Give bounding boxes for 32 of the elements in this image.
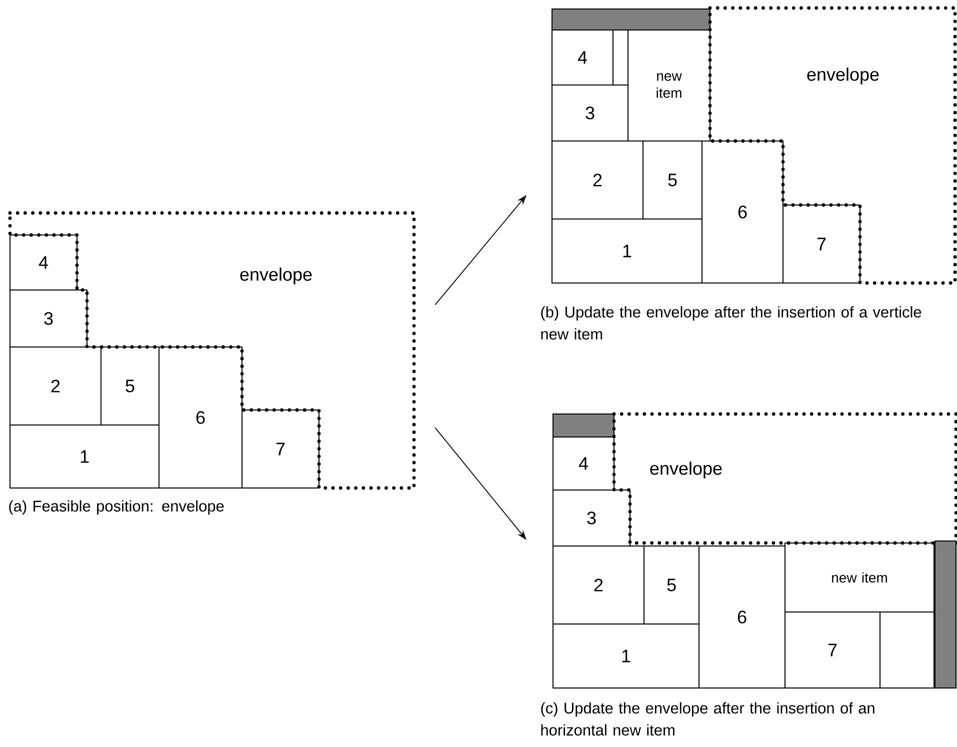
item-box: 4 [552,436,614,490]
filled-block [552,414,614,438]
item-box: new item [628,30,710,142]
item-box: 6 [702,140,784,284]
item-box: 5 [100,346,160,426]
item-box: 3 [10,290,88,348]
filled-block [552,8,710,30]
item-box: 7 [784,612,880,688]
item-box: 1 [552,624,700,688]
item-box: 7 [782,204,860,284]
item-box: 5 [644,546,700,624]
item-box: 1 [552,218,702,284]
envelope-region: envelope [612,412,957,545]
item-box: 6 [158,346,242,488]
item-box: 3 [552,84,628,142]
item-box: 6 [698,546,786,688]
item-box: 2 [10,346,102,426]
caption: (a) Feasible position: envelope [9,500,224,515]
empty-slot [612,30,628,86]
item-box: 7 [242,410,320,488]
item-box: new item [784,542,935,612]
empty-slot [880,612,935,688]
caption: (c) Update the envelope after the insertion of an horizontal new item [541,702,874,736]
caption: (b) Update the envelope after the insertion of a verticle new item [541,306,922,340]
item-box: 4 [552,30,614,86]
item-box: 3 [552,490,630,546]
item-box: 4 [10,234,78,290]
item-box: 5 [642,140,702,220]
filled-block [934,540,957,688]
item-box: 2 [552,140,644,220]
item-box: 2 [552,546,644,624]
item-box: 1 [10,424,160,488]
